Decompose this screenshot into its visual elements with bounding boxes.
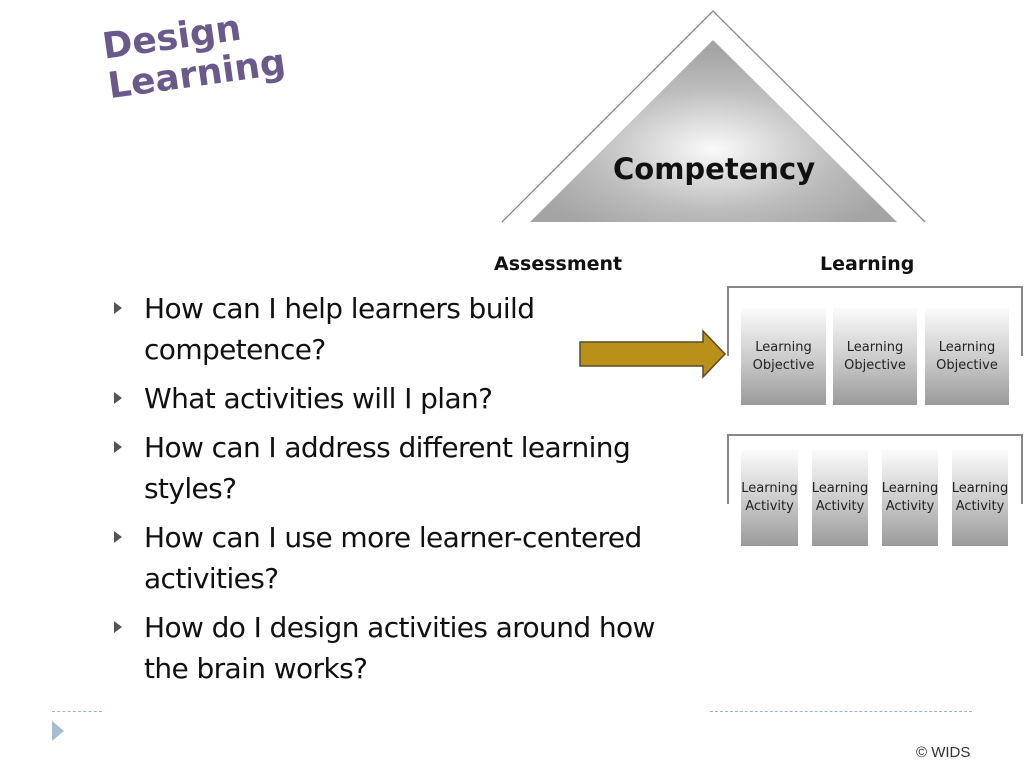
bullet-arrow-icon bbox=[114, 441, 122, 453]
footer-divider-right bbox=[710, 711, 972, 712]
footer-divider-left bbox=[52, 711, 102, 712]
objective-bracket-left bbox=[727, 286, 729, 356]
assessment-label: Assessment bbox=[494, 253, 623, 275]
bullet-text: How do I design activities around how th… bbox=[144, 611, 655, 685]
bullet-text: What activities will I plan? bbox=[144, 382, 493, 415]
bullet-text: How can I help learners build competence… bbox=[144, 292, 535, 366]
bullet-item: How can I use more learner-centered acti… bbox=[112, 517, 692, 599]
activity-bracket-top bbox=[727, 434, 1023, 436]
learning-label: Learning bbox=[820, 253, 915, 275]
bullet-item: How can I help learners build competence… bbox=[112, 288, 692, 370]
triangle-fill bbox=[530, 40, 897, 222]
bullet-text: How can I use more learner-centered acti… bbox=[144, 521, 642, 595]
bullet-arrow-icon bbox=[114, 531, 122, 543]
activity-bracket-left bbox=[727, 434, 729, 504]
objective-bracket-right bbox=[1021, 286, 1023, 356]
bullet-arrow-icon bbox=[114, 302, 122, 314]
bullet-arrow-icon bbox=[114, 392, 122, 404]
competency-label: Competency bbox=[613, 152, 816, 186]
bullet-arrow-icon bbox=[114, 621, 122, 633]
bullet-text: How can I address different learning sty… bbox=[144, 431, 631, 505]
bullet-list: How can I help learners build competence… bbox=[112, 288, 692, 697]
bullet-item: How do I design activities around how th… bbox=[112, 607, 692, 689]
triangle-outline bbox=[501, 10, 926, 223]
arrow-right-icon bbox=[579, 329, 727, 379]
activity-bracket-right bbox=[1021, 434, 1023, 504]
bullet-item: How can I address different learning sty… bbox=[112, 427, 692, 509]
footer-triangle-icon bbox=[52, 721, 64, 741]
bullet-item: What activities will I plan? bbox=[112, 378, 692, 419]
copyright-text: © WIDS bbox=[916, 744, 971, 761]
competency-triangle bbox=[501, 10, 926, 223]
objective-bracket-top bbox=[727, 286, 1023, 288]
